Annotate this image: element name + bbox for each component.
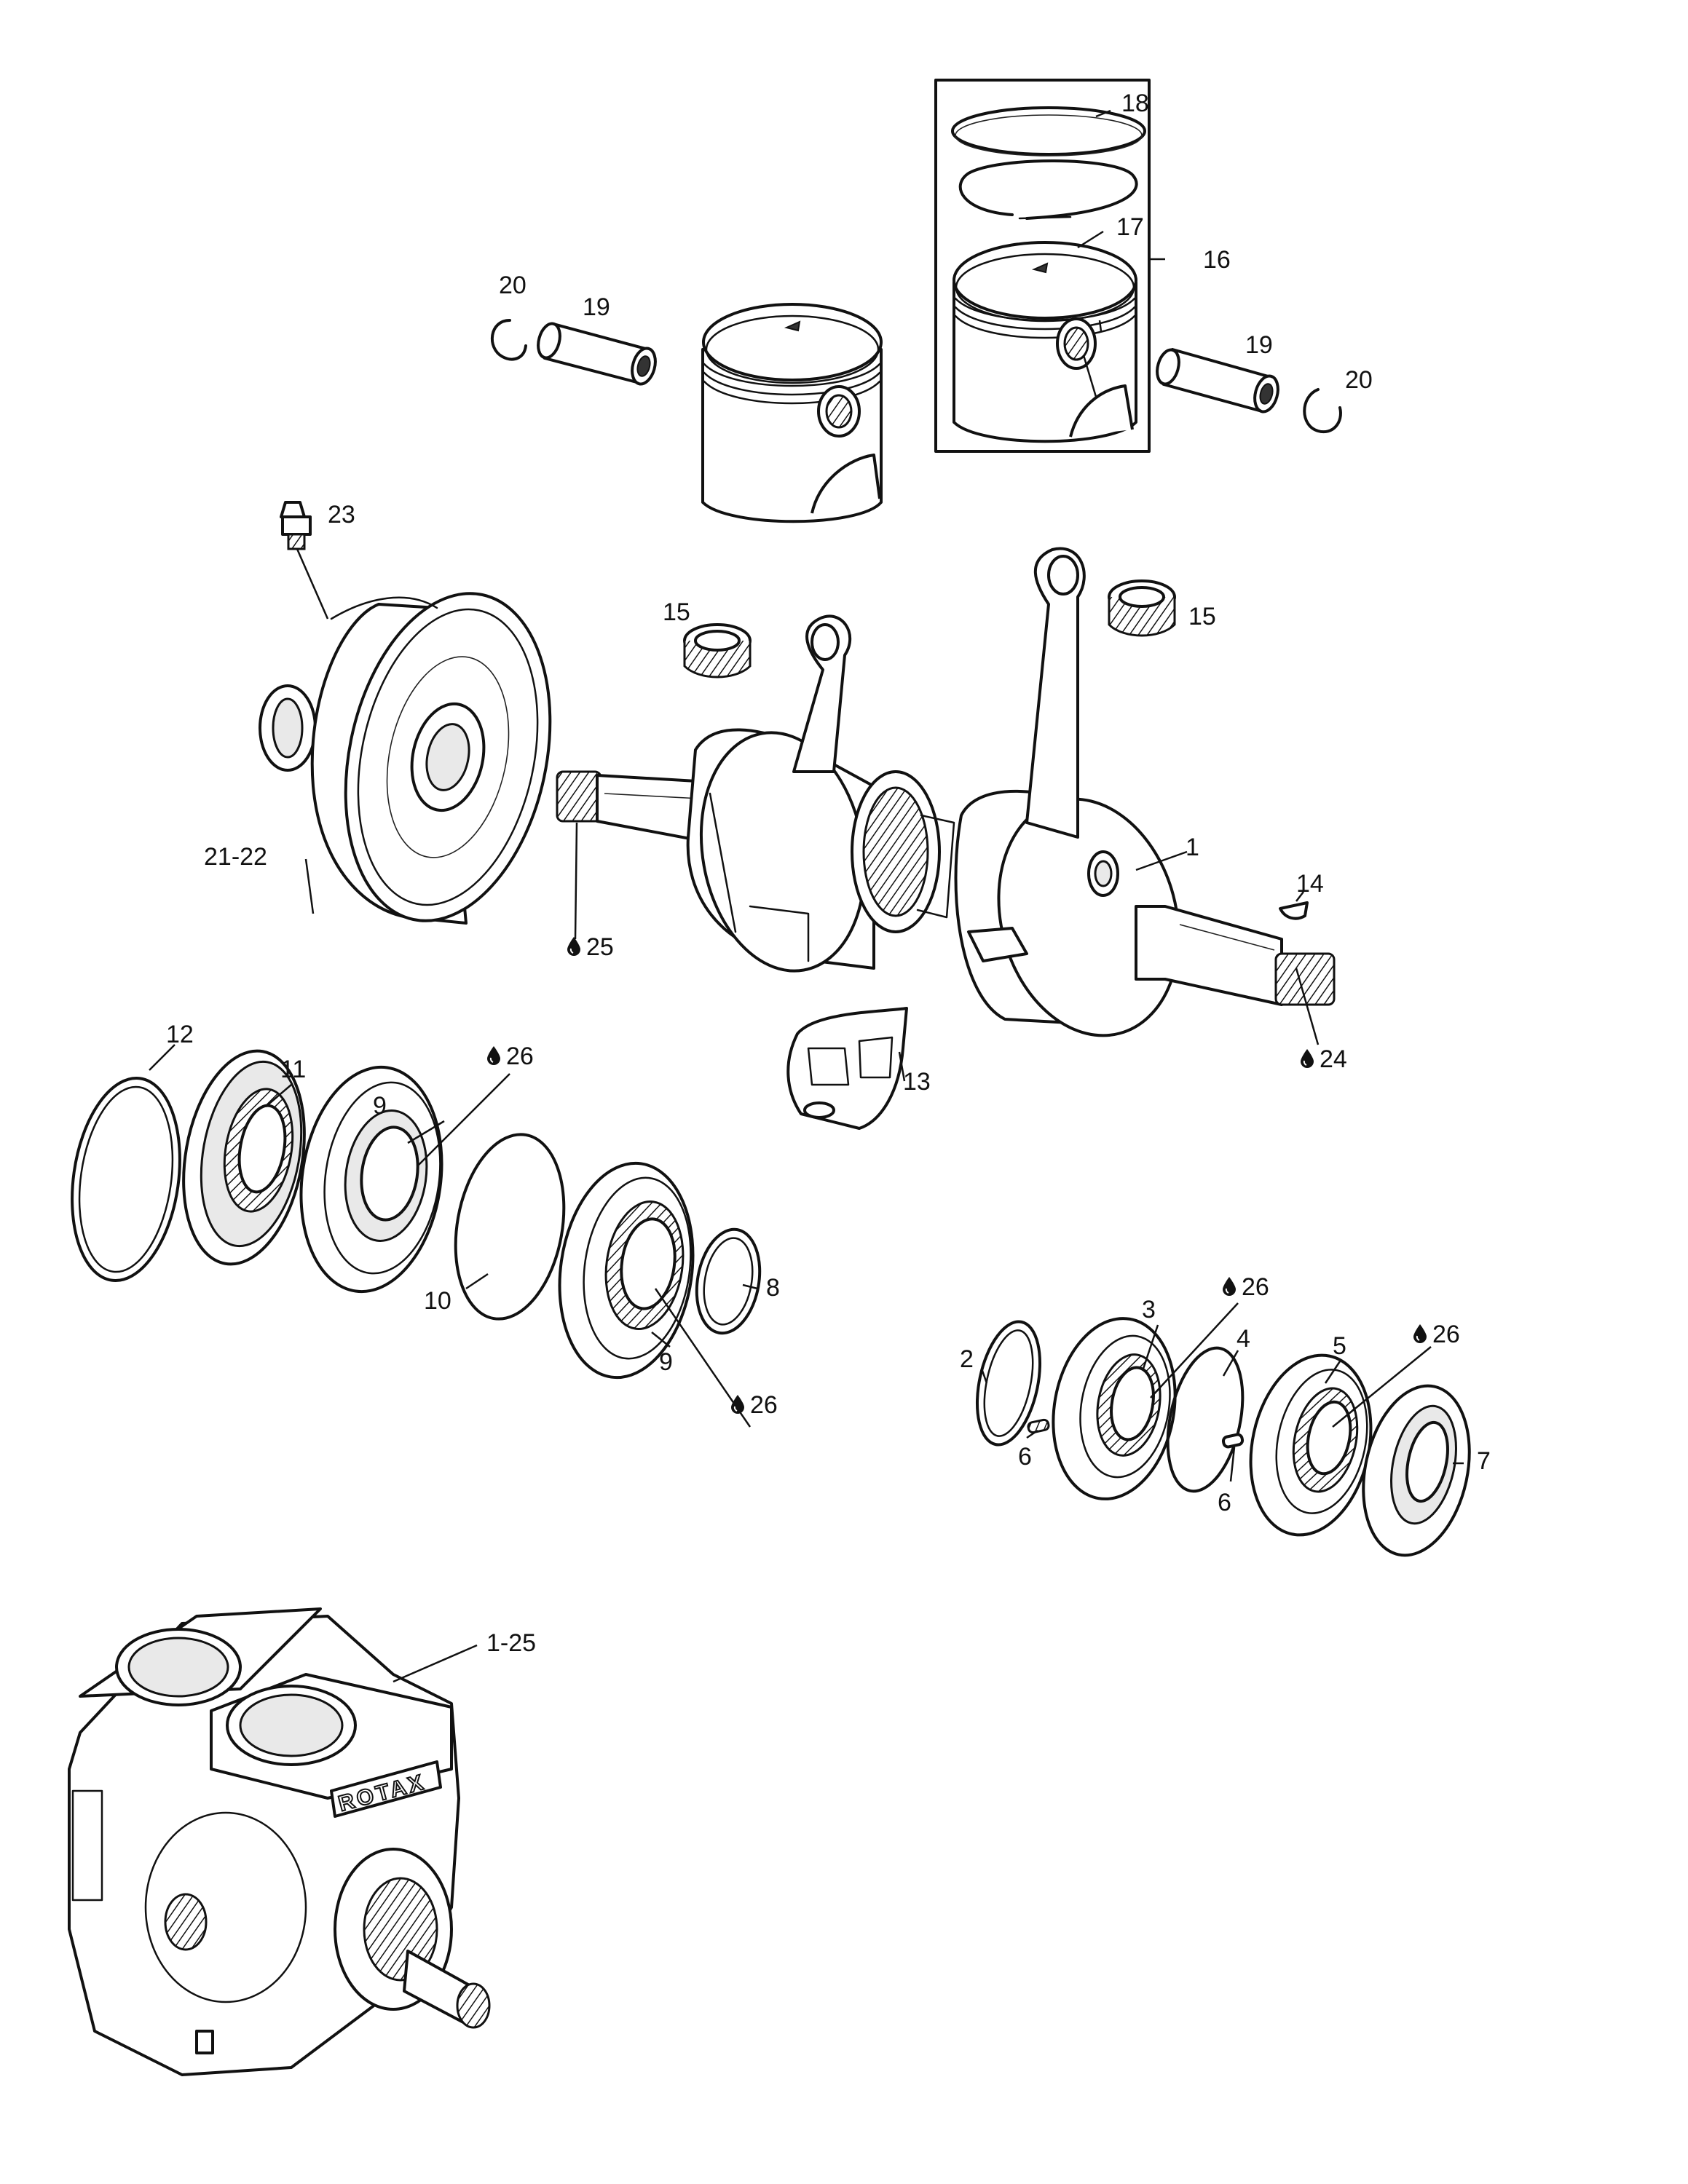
callout-5: 5 [1333, 1332, 1346, 1360]
oil-drop-icon [486, 1045, 501, 1066]
callout-26-b: 26 [750, 1391, 778, 1419]
callout-25: 25 [586, 933, 614, 961]
engine-assembly: ROTAX [68, 1607, 491, 2076]
callout-11: 11 [280, 1056, 306, 1083]
piston-left [701, 303, 883, 523]
piston-ring-top [951, 106, 1146, 157]
callout-24: 24 [1320, 1045, 1347, 1073]
callout-8: 8 [766, 1274, 780, 1302]
oil-drop-icon [730, 1394, 745, 1415]
oil-drop-icon [1222, 1276, 1237, 1297]
callout-1-25: 1-25 [486, 1629, 536, 1657]
oil-drop-icon [1300, 1048, 1314, 1069]
roller-bearing-3 [1052, 1317, 1177, 1500]
callout-10: 10 [424, 1287, 451, 1315]
callout-21-22: 21-22 [204, 843, 267, 871]
callout-20-left: 20 [499, 272, 526, 299]
o-ring-10 [454, 1133, 566, 1321]
callout-labels: 18 17 16 20 19 19 20 23 15 15 21-22 1 14… [166, 90, 1491, 1657]
callout-18: 18 [1121, 90, 1149, 117]
callout-12: 12 [166, 1021, 194, 1048]
connecting-rod-right [1025, 547, 1086, 839]
callout-7: 7 [1477, 1447, 1491, 1475]
callout-9-upper: 9 [373, 1092, 387, 1120]
callout-26-c: 26 [1242, 1273, 1269, 1301]
oil-drop-icon [1413, 1324, 1427, 1344]
callout-16: 16 [1203, 246, 1231, 274]
callout-14: 14 [1296, 870, 1324, 898]
shim-ring-2 [975, 1320, 1042, 1447]
ball-bearing-5 [1249, 1353, 1373, 1537]
callout-3: 3 [1142, 1296, 1156, 1324]
callout-9-lower: 9 [659, 1348, 673, 1376]
callout-20-right: 20 [1345, 366, 1373, 394]
callout-19-left: 19 [583, 293, 610, 321]
dowel-pin-6-right [1221, 1433, 1245, 1449]
oil-drop-icon [567, 936, 581, 957]
spacer-ring-8 [695, 1227, 762, 1335]
callout-15-left: 15 [663, 598, 690, 626]
callout-26-a: 26 [506, 1042, 534, 1070]
grease-fitting [280, 501, 329, 620]
oil-seal-11 [182, 1049, 306, 1266]
cage-bearing [786, 1007, 908, 1130]
wrist-pin-left [537, 322, 657, 386]
callout-19-right: 19 [1245, 331, 1273, 359]
callout-4: 4 [1237, 1325, 1250, 1353]
callout-2: 2 [960, 1345, 974, 1373]
piston-in-kit [953, 241, 1137, 443]
magneto-flywheel [259, 592, 552, 925]
oil-seal-7 [1362, 1384, 1471, 1557]
shim-ring-12 [71, 1077, 181, 1282]
wrist-pin-right [1156, 348, 1279, 414]
ball-bearing-9-lower [558, 1161, 695, 1380]
circlip-right [1303, 388, 1342, 434]
piston-ring-second [958, 159, 1138, 220]
callout-23: 23 [328, 501, 355, 529]
needle-bearing-right [1108, 579, 1176, 637]
woodruff-key [1279, 901, 1309, 920]
callout-15-right: 15 [1188, 603, 1216, 630]
dowel-pin-6-left [1027, 1418, 1050, 1434]
connecting-rod-left [792, 614, 852, 773]
callout-6-right: 6 [1218, 1489, 1231, 1516]
callout-26-d: 26 [1432, 1321, 1460, 1348]
callout-17: 17 [1116, 213, 1144, 241]
needle-bearing-left [683, 623, 752, 678]
ball-bearing-9-upper [299, 1065, 443, 1294]
shim-ring-4 [1166, 1346, 1245, 1493]
callout-13: 13 [903, 1068, 931, 1096]
piston-kit-box [934, 79, 1165, 453]
circlip-left [490, 319, 527, 361]
callout-6-left: 6 [1018, 1443, 1032, 1471]
crankshaft [556, 728, 1336, 1037]
callout-1: 1 [1186, 834, 1199, 861]
